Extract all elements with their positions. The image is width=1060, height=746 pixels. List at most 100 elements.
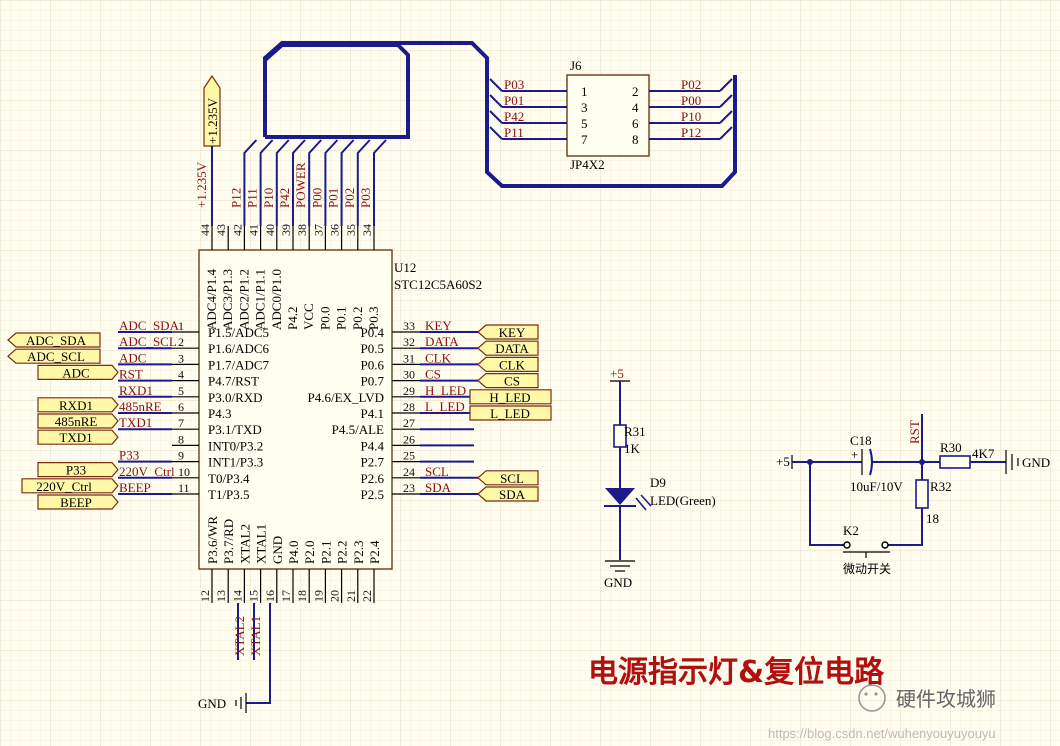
- port-label: RXD1: [59, 398, 93, 413]
- net-label: BEEP: [119, 480, 151, 495]
- mcu-pin-num: 19: [311, 590, 325, 602]
- header-pin-num: 8: [632, 132, 639, 147]
- r31-ref: R31: [624, 424, 646, 439]
- net-label: DATA: [425, 334, 459, 349]
- port-label: L_LED: [490, 406, 530, 421]
- mcu-pin-num: 33: [403, 319, 415, 333]
- mcu-pin-name: P3.0/RXD: [208, 390, 263, 405]
- net-label: RST: [119, 367, 143, 382]
- port-label: KEY: [499, 325, 526, 340]
- led-indicator-circuit: +5 R31 1K D9 LED(Green) GND: [604, 366, 716, 590]
- mcu-pin-num: 25: [403, 449, 415, 463]
- mcu-pin-name: P0.1: [334, 307, 349, 330]
- mcu-pin-num: 35: [344, 224, 358, 236]
- mcu-pin-num: 22: [360, 590, 374, 602]
- mcu-pin-num: 17: [279, 590, 293, 602]
- mcu-pin-name: P3.6/WR: [205, 516, 220, 564]
- header-left-net: P42: [504, 109, 524, 124]
- mcu-pin-name: P0.4: [361, 325, 385, 340]
- mcu-pin-num: 13: [214, 590, 228, 602]
- mcu-pin-num: 43: [214, 224, 228, 236]
- port-beep: [37, 494, 119, 510]
- mcu-pin-name: P0.6: [361, 357, 385, 372]
- mcu-pin-name: P3.1/TXD: [208, 422, 262, 437]
- mcu-pin-num: 24: [403, 465, 415, 479]
- mcu-pin-num: 38: [295, 224, 309, 236]
- mcu-pin-name: P1.6/ADC6: [208, 341, 270, 356]
- mcu-pin-name: XTAL2: [237, 524, 252, 564]
- port-label: P33: [66, 463, 86, 478]
- mcu-pin-name: T0/P3.4: [208, 471, 250, 486]
- header-pin-num: 5: [581, 116, 588, 131]
- mcu-pin-num: 3: [178, 351, 184, 365]
- mcu-pin-num: 40: [263, 224, 277, 236]
- port-label: 220V_Ctrl: [36, 479, 92, 494]
- led-gnd-label: GND: [604, 575, 632, 590]
- net-label: CLK: [425, 350, 452, 365]
- k2-label: 微动开关: [843, 562, 891, 576]
- mcu-pin-num: 7: [178, 416, 184, 430]
- header-pin-num: 3: [581, 100, 588, 115]
- net-label: POWER: [293, 162, 308, 208]
- mcu-pin-name: INT0/P3.2: [208, 438, 263, 453]
- header-right-net: P12: [681, 125, 701, 140]
- net-xtal1: XTAL1: [248, 616, 263, 656]
- mcu-pin-num: 6: [178, 400, 184, 414]
- header-part: JP4X2: [570, 157, 605, 172]
- port-label: 485nRE: [55, 414, 98, 429]
- port-l_led: [469, 405, 552, 421]
- header-body: [566, 74, 650, 157]
- header-right-net: P10: [681, 109, 701, 124]
- mcu-pin-name: P2.7: [361, 455, 385, 470]
- c18-ref: C18: [850, 433, 872, 448]
- led-d9-symbol: [605, 488, 635, 505]
- watermark-name: 硬件攻城狮: [896, 687, 996, 711]
- bottom-nets: XTAL2 XTAL1 GND: [198, 603, 271, 713]
- watermark: 硬件攻城狮 https://blog.csdn.net/wuhenyouyuyo…: [768, 684, 996, 741]
- resistor-r30: [939, 455, 971, 469]
- port-clk: [477, 356, 539, 372]
- net-label: RXD1: [119, 383, 153, 398]
- port-220v_ctrl: [21, 478, 119, 494]
- mcu-pin-num: 15: [247, 590, 261, 602]
- mcu-pin-num: 31: [403, 351, 415, 365]
- mcu-pin-name: P4.7/RST: [208, 374, 259, 389]
- mcu-pin-num: 44: [198, 224, 212, 236]
- port-txd1: [37, 429, 119, 445]
- port-label: CLK: [499, 357, 526, 372]
- mcu-pin-name: P0.2: [350, 307, 365, 330]
- header-pin-num: 6: [632, 116, 639, 131]
- header-ref: J6: [570, 58, 582, 73]
- watermark-url: https://blog.csdn.net/wuhenyouyuyouyu: [768, 726, 996, 741]
- net-label: P02: [342, 188, 357, 208]
- net-label: CS: [425, 367, 441, 382]
- mcu-part: STC12C5A60S2: [394, 277, 482, 292]
- header-left-net: P01: [504, 93, 524, 108]
- port-1235v: +1.235V: [203, 74, 221, 226]
- mcu-pin-num: 2: [178, 335, 184, 349]
- mcu-ref: U12: [394, 260, 416, 275]
- gnd-label-mcu: GND: [198, 696, 226, 711]
- net-label: P01: [326, 188, 341, 208]
- mcu-pin-num: 5: [178, 384, 184, 398]
- reset-circuit: +5 C18 + 10uF/10V RST R30 4K7 GND R32 18…: [776, 414, 1050, 576]
- net-label: P12: [228, 188, 243, 208]
- net-label: P33: [119, 448, 139, 463]
- port-label: BEEP: [60, 495, 92, 510]
- left-net-ports: ADC_SDAADC_SCLADCRXD1485nRETXD1P33220V_C…: [7, 332, 119, 510]
- mcu-pin-num: 8: [178, 432, 184, 446]
- header-right-net: P02: [681, 77, 701, 92]
- mcu-pin-num: 39: [279, 224, 293, 236]
- mcu-pin-name: ADC0/P1.0: [269, 269, 284, 330]
- header-pin-num: 4: [632, 100, 639, 115]
- mcu-pin-name: T1/P3.5: [208, 487, 250, 502]
- mcu-pin-name: P1.7/ADC7: [208, 357, 270, 372]
- port-adc_sda: [7, 332, 101, 348]
- mcu-pin-num: 20: [328, 590, 342, 602]
- port-label: ADC: [62, 365, 89, 380]
- mcu-pin-num: 10: [178, 465, 190, 479]
- port-label: ADC_SDA: [26, 333, 87, 348]
